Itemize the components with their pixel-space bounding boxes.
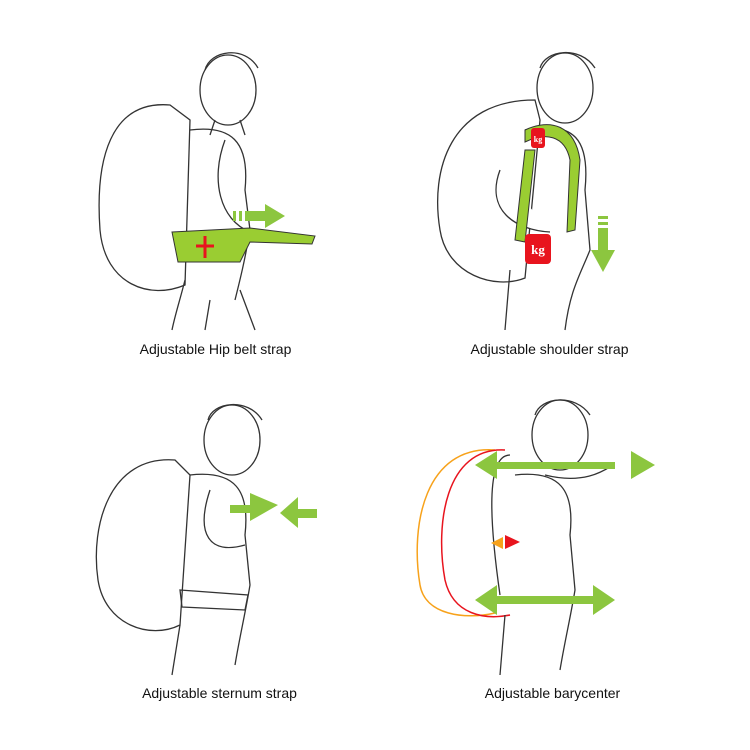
torso: [171, 128, 251, 331]
head: [199, 54, 257, 126]
caption: Adjustable sternum strap: [142, 685, 297, 701]
arm: [203, 489, 246, 549]
arrow-down-icon: [591, 216, 615, 272]
head: [531, 399, 589, 471]
panel-barycenter: Adjustable barycenter: [375, 375, 750, 750]
barycenter-illustration: [416, 399, 655, 676]
caption: Adjustable shoulder strap: [470, 341, 629, 357]
sternum-strap-illustration: [95, 403, 317, 676]
panel-shoulder-strap: kg kg Adjustable shoulder strap: [375, 0, 750, 375]
head: [536, 52, 594, 124]
backpack-outline: [98, 104, 191, 292]
backpack-outline: [95, 459, 191, 632]
caption: Adjustable barycenter: [484, 685, 621, 701]
arrow-left-right-icon: [475, 451, 655, 615]
arrow-right-icon: [233, 204, 285, 228]
panel-sternum-strap: Adjustable sternum strap: [0, 375, 375, 750]
backpack-outline-orange: [416, 449, 496, 617]
triangle-red-icon: [505, 535, 520, 549]
backpack-outline-red: [440, 449, 511, 618]
shoulder-strap-illustration: kg kg: [437, 51, 615, 331]
backpack-outline: [437, 99, 541, 283]
weight-tag-top: [531, 128, 545, 148]
torso: [499, 473, 576, 676]
hip-belt: [179, 589, 249, 611]
caption: Adjustable Hip belt strap: [139, 341, 292, 357]
hip-belt-strap: [171, 227, 316, 263]
hip-belt-illustration: [98, 52, 316, 331]
weight-label: kg: [534, 135, 542, 144]
arrow-right-icon: [230, 493, 278, 521]
arrow-left-icon: [280, 497, 317, 528]
torso: [171, 473, 251, 676]
weight-tag-bottom: [525, 234, 551, 264]
triangle-orange-icon: [491, 537, 503, 549]
weight-label: kg: [531, 242, 545, 257]
panel-hip-belt: Adjustable Hip belt strap: [0, 0, 375, 375]
plus-icon: [196, 236, 214, 258]
head: [203, 404, 261, 476]
